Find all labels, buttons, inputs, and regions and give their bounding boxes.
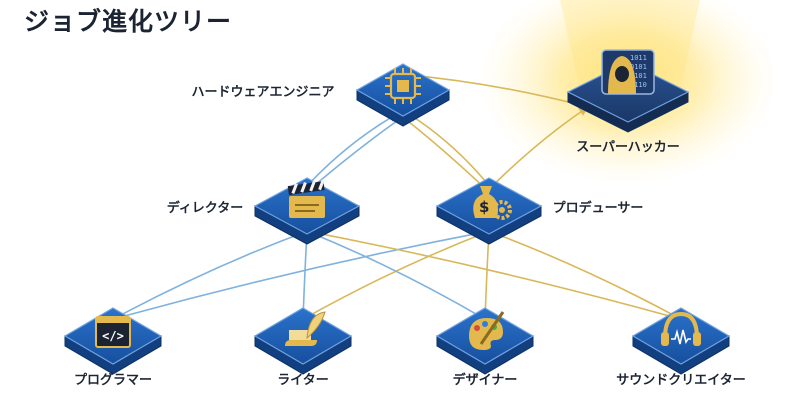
super-hacker-label: スーパーハッカー xyxy=(576,140,680,155)
clapperboard-icon xyxy=(287,179,325,218)
designer-label: デザイナー xyxy=(452,373,518,388)
writer-label: ライター xyxy=(277,373,329,388)
writer-node[interactable] xyxy=(253,307,353,375)
edge-producer-to-super_hacker xyxy=(488,106,589,190)
edge-sound_creator-to-director xyxy=(305,228,682,320)
svg-text:0110: 0110 xyxy=(630,81,647,89)
director-node[interactable] xyxy=(253,177,361,245)
svg-text:1101: 1101 xyxy=(630,72,647,80)
hacker-light-rays xyxy=(560,0,700,90)
edge-designer-to-producer xyxy=(484,230,493,320)
director-label: ディレクター xyxy=(166,201,244,216)
svg-text:</>: </> xyxy=(102,329,124,343)
edge-writer-to-director xyxy=(302,230,311,320)
hardware-eng-label: ハードウェアエンジニア xyxy=(191,85,335,100)
svg-text:0101: 0101 xyxy=(630,63,647,71)
money-bag-gear-icon: $ xyxy=(473,186,512,220)
quill-scroll-icon xyxy=(285,311,326,346)
designer-node[interactable] xyxy=(435,307,535,375)
page-title: ジョブ進化ツリー xyxy=(24,7,233,36)
palette-icon xyxy=(469,311,505,350)
edge-producer-to-hardware_eng xyxy=(397,112,487,190)
svg-text:$: $ xyxy=(479,198,489,216)
sound-creator-node[interactable] xyxy=(631,307,731,375)
edges-layer xyxy=(112,73,682,320)
edge-programmer-to-producer xyxy=(112,228,491,320)
edge-producer-to-hardware_eng xyxy=(407,112,493,190)
sound-creator-label: サウンドクリエイター xyxy=(616,373,746,388)
code-window-icon: </> xyxy=(95,316,131,348)
programmer-label: プログラマー xyxy=(73,373,153,388)
svg-text:1011: 1011 xyxy=(630,54,647,62)
edge-designer-to-director xyxy=(305,230,486,320)
chip-icon xyxy=(385,68,421,104)
headphones-icon xyxy=(661,311,701,346)
producer-label: プロデューサー xyxy=(552,201,644,216)
edge-director-to-hardware_eng xyxy=(303,112,399,190)
hardware-eng-node[interactable] xyxy=(355,63,451,127)
edge-sound_creator-to-producer xyxy=(487,230,682,320)
edge-director-to-hardware_eng xyxy=(309,112,409,190)
programmer-node[interactable]: </> xyxy=(63,307,163,375)
edge-programmer-to-director xyxy=(112,230,309,320)
producer-node[interactable]: $ xyxy=(435,177,543,245)
